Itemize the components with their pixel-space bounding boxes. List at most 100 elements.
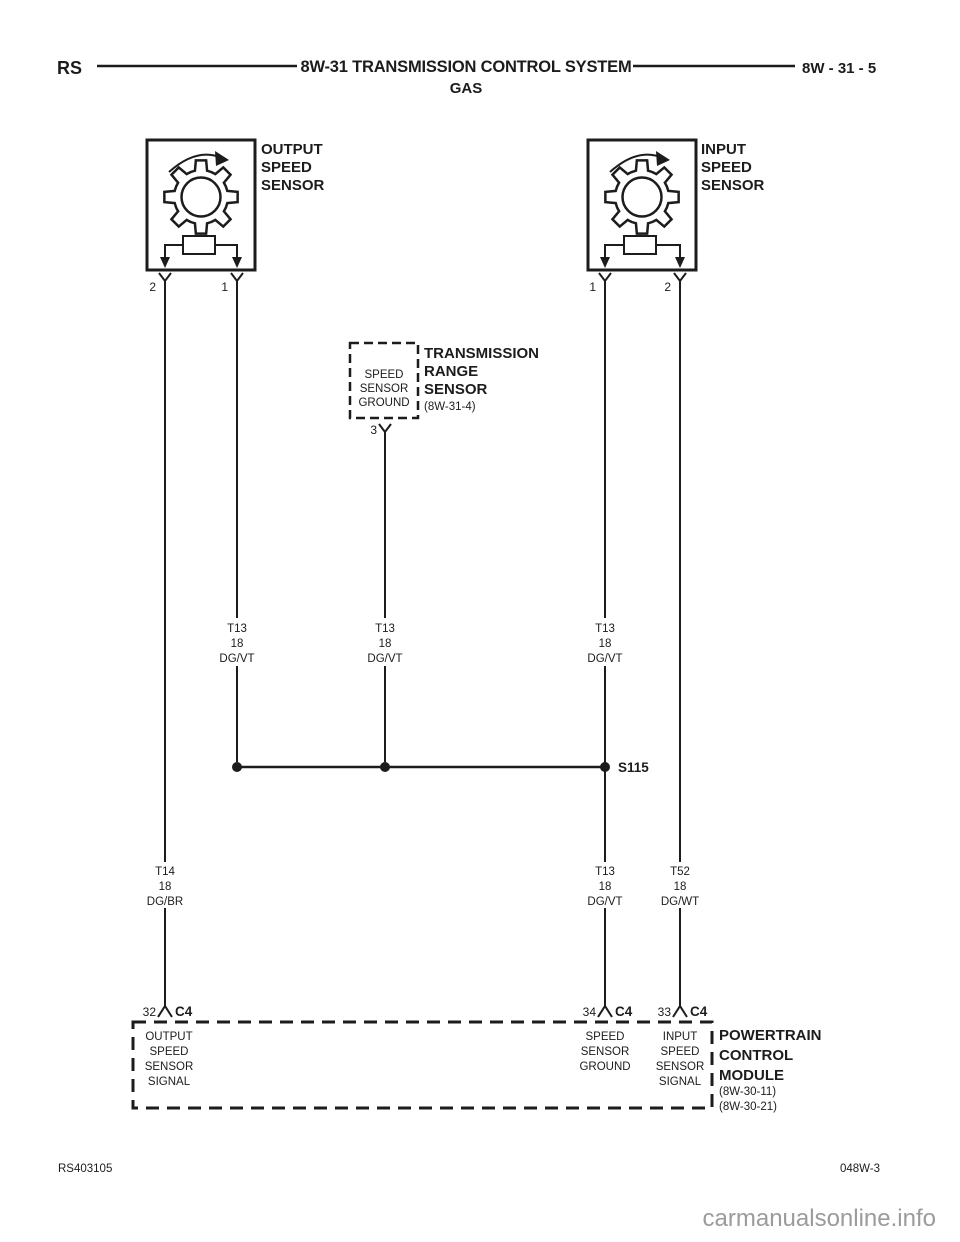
range-sensor-inner-line: GROUND (358, 397, 409, 409)
pcm-text: SPEED (150, 1046, 189, 1058)
wire-label: DG/VT (367, 653, 402, 665)
sensor-element (623, 235, 657, 255)
wire-label: 18 (159, 881, 172, 893)
wire-label: DG/VT (219, 653, 254, 665)
range-sensor-name-line: RANGE (424, 363, 478, 380)
rotation-arrowhead-icon (656, 151, 670, 166)
connector-pin-icon (672, 1004, 688, 1018)
wire-label: T13 (227, 623, 247, 635)
connector-pin-icon (230, 272, 244, 283)
wires (164, 295, 681, 1000)
sensor-label-line: OUTPUT (261, 141, 323, 158)
pcm-text: SIGNAL (659, 1076, 702, 1088)
splice-s115: S115 (232, 760, 649, 775)
wire-label: 18 (599, 638, 612, 650)
sensor-label-line: INPUT (701, 141, 746, 158)
pcm-text: SENSOR (656, 1061, 705, 1073)
pcm-connectors: 32 C4 34 C4 33 C4 (143, 1000, 708, 1019)
wire-label: T13 (595, 866, 615, 878)
wire-label: DG/BR (147, 896, 183, 908)
pin-number: 1 (589, 280, 596, 294)
pcm-text: SENSOR (145, 1061, 194, 1073)
splice-label: S115 (618, 760, 649, 775)
range-sensor-inner-line: SPEED (365, 369, 404, 381)
connector-pin-icon (598, 272, 612, 283)
range-sensor-name-line: TRANSMISSION (424, 345, 539, 362)
splice-dot-icon (232, 762, 242, 772)
wire-label: DG/WT (661, 896, 699, 908)
connector-pin-icon (673, 272, 687, 283)
pcm-title-line: POWERTRAIN (719, 1027, 822, 1044)
footer-sheet-code: 048W-3 (840, 1163, 880, 1175)
powertrain-control-module: OUTPUT SPEED SENSOR SIGNAL SPEED SENSOR … (131, 1020, 822, 1113)
pin-arrow-down-icon (160, 257, 170, 268)
connector-pin-icon (378, 423, 392, 434)
gear-icon (604, 159, 680, 235)
wire-label: 18 (231, 638, 244, 650)
pcm-text: INPUT (663, 1031, 698, 1043)
pcm-text: SPEED (661, 1046, 700, 1058)
watermark: carmanualsonline.info (703, 1205, 936, 1232)
sensor-lead-right (215, 244, 238, 259)
wire-label: T13 (595, 623, 615, 635)
pcm-connector-label: C4 (175, 1004, 193, 1019)
header-code: RS (57, 58, 82, 78)
pin-arrow-down-icon (232, 257, 242, 268)
sensor-label-line: SENSOR (701, 177, 765, 194)
page-number: 8W - 31 - 5 (802, 60, 876, 77)
pcm-ref: (8W-30-21) (719, 1101, 777, 1113)
wire-label: 18 (674, 881, 687, 893)
pcm-title-line: MODULE (719, 1067, 784, 1084)
upper-wire-labels: T13 18 DG/VT T13 18 DG/VT T13 18 DG/VT (219, 623, 622, 665)
pcm-pin-number: 34 (583, 1005, 597, 1019)
pcm-box (131, 1020, 714, 1110)
connector-pin-icon (597, 1004, 613, 1018)
range-sensor-box (348, 341, 420, 420)
pcm-text: SIGNAL (148, 1076, 191, 1088)
pin-arrow-down-icon (675, 257, 685, 268)
pcm-connector-label: C4 (690, 1004, 708, 1019)
pcm-pin-number: 33 (658, 1005, 672, 1019)
footer-doc-code: RS403105 (58, 1163, 112, 1175)
pin-arrow-down-icon (600, 257, 610, 268)
sensor-label-line: SPEED (261, 159, 312, 176)
pcm-pin-number: 32 (143, 1005, 157, 1019)
sensor-lead-left (604, 244, 624, 259)
page-title: 8W-31 TRANSMISSION CONTROL SYSTEM (300, 58, 631, 76)
sensor-element (182, 235, 216, 255)
range-sensor-inner-line: SENSOR (360, 383, 409, 395)
pin-number: 1 (221, 280, 228, 294)
gear-icon (163, 159, 239, 235)
wire-label: DG/VT (587, 896, 622, 908)
sensor-lead-right (656, 244, 681, 259)
transmission-range-sensor: SPEED SENSOR GROUND TRANSMISSION RANGE S… (348, 341, 539, 437)
sensor-label-line: SENSOR (261, 177, 325, 194)
pcm-connector-label: C4 (615, 1004, 633, 1019)
connector-pin-icon (158, 272, 172, 283)
sensor-label-line: SPEED (701, 159, 752, 176)
sensor-lead-left (164, 244, 183, 259)
pcm-text: SENSOR (581, 1046, 630, 1058)
rotation-arrowhead-icon (215, 151, 229, 166)
range-sensor-ref: (8W-31-4) (424, 401, 476, 413)
wire-label: T13 (375, 623, 395, 635)
splice-dot-icon (600, 762, 610, 772)
lower-wire-labels: T14 18 DG/BR T13 18 DG/VT T52 18 DG/WT (147, 866, 699, 908)
pcm-title-line: CONTROL (719, 1047, 793, 1064)
pcm-text: OUTPUT (145, 1031, 192, 1043)
pcm-text: GROUND (579, 1061, 630, 1073)
pcm-ref: (8W-30-11) (719, 1086, 776, 1098)
wire-label: T14 (155, 866, 175, 878)
splice-dot-icon (380, 762, 390, 772)
range-sensor-name-line: SENSOR (424, 381, 488, 398)
pcm-text: SPEED (586, 1031, 625, 1043)
fuel-type: GAS (450, 80, 483, 97)
connector-pin-icon (157, 1004, 173, 1018)
pin-number: 2 (664, 280, 671, 294)
wire-label: 18 (379, 638, 392, 650)
wire-label: 18 (599, 881, 612, 893)
pin-number: 2 (149, 280, 156, 294)
pin-number: 3 (370, 423, 377, 437)
